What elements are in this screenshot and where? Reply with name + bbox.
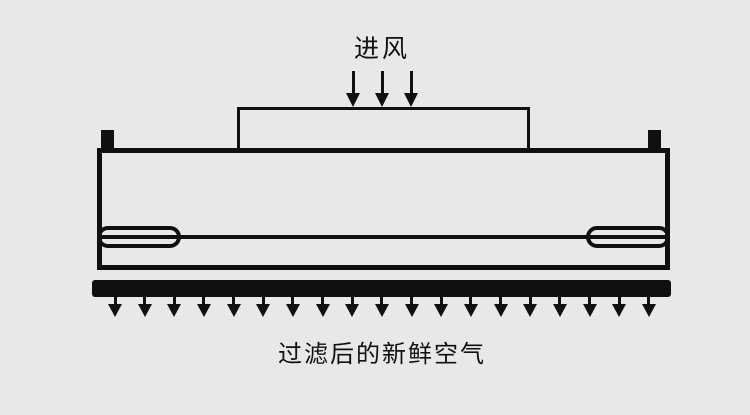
down-arrow-icon bbox=[108, 296, 122, 317]
down-arrow-icon bbox=[196, 296, 211, 317]
diffuser-bar bbox=[92, 280, 671, 297]
down-arrow-icon bbox=[315, 296, 330, 317]
down-arrow-icon bbox=[493, 296, 508, 317]
down-arrow-icon bbox=[226, 296, 241, 317]
down-arrow-icon bbox=[404, 71, 418, 107]
filter-unit-body-outline bbox=[97, 148, 670, 270]
right-mount-tab bbox=[648, 130, 661, 149]
inlet-duct-outline bbox=[237, 107, 530, 153]
down-arrow-icon bbox=[256, 296, 271, 317]
down-arrow-icon bbox=[374, 296, 389, 317]
down-arrow-icon bbox=[404, 296, 419, 317]
down-arrow-icon bbox=[345, 296, 360, 317]
down-arrow-icon bbox=[552, 296, 567, 317]
outflow-airflow-arrows bbox=[108, 296, 656, 319]
right-filter-cartridge bbox=[586, 226, 670, 248]
left-filter-cartridge bbox=[97, 226, 181, 248]
down-arrow-icon bbox=[285, 296, 300, 317]
down-arrow-icon bbox=[582, 296, 597, 317]
inlet-airflow-arrows bbox=[346, 71, 418, 107]
filtered-air-label: 过滤后的新鲜空气 bbox=[278, 341, 486, 368]
left-mount-tab bbox=[101, 130, 114, 149]
down-arrow-icon bbox=[167, 296, 182, 317]
down-arrow-icon bbox=[523, 296, 538, 317]
down-arrow-icon bbox=[434, 296, 449, 317]
down-arrow-icon bbox=[137, 296, 152, 317]
down-arrow-icon bbox=[612, 296, 627, 317]
down-arrow-icon bbox=[375, 71, 389, 107]
down-arrow-icon bbox=[463, 296, 478, 317]
down-arrow-icon bbox=[346, 71, 360, 107]
air-inlet-label: 进风 bbox=[353, 35, 410, 63]
down-arrow-icon bbox=[641, 296, 656, 317]
filter-separator-line bbox=[100, 235, 667, 239]
